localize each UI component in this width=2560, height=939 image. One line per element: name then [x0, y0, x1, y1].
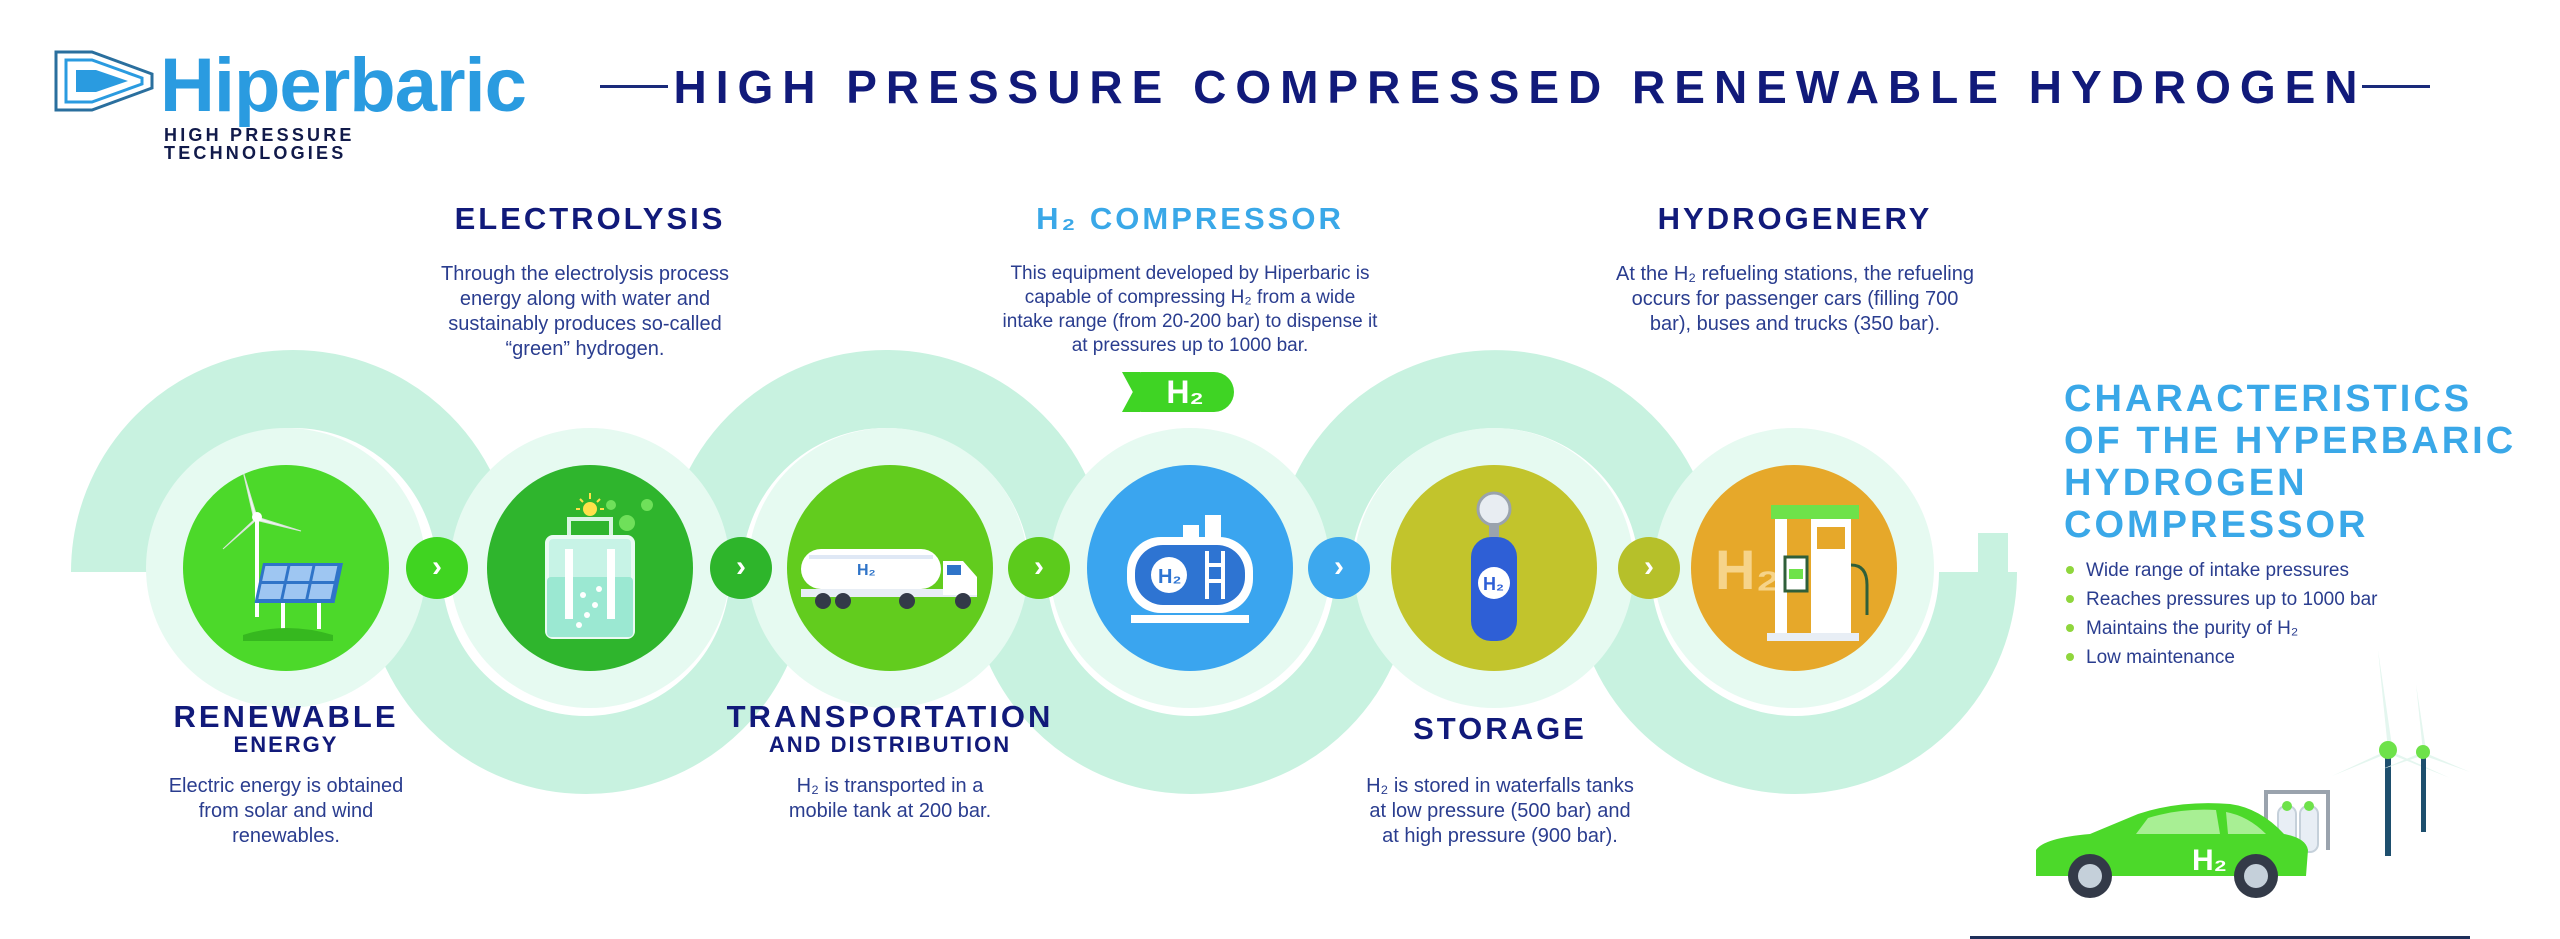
compressor-h2-mark: H₂ [1158, 566, 1181, 588]
list-item: Low maintenance [2066, 643, 2378, 672]
step-title-storage: STORAGE [1413, 711, 1587, 746]
bullet-icon [2066, 566, 2074, 574]
step-title-renewable: RENEWABLE [173, 699, 399, 734]
logo-name: Hiperbaric [160, 43, 527, 128]
electrolysis-beaker-icon [545, 493, 653, 639]
bullet-icon [2066, 595, 2074, 603]
step-subtitle-transportation: AND DISTRIBUTION [768, 732, 1012, 757]
ground-line [1970, 936, 2470, 939]
bullet-icon [2066, 653, 2074, 661]
renewable-energy-node [183, 465, 389, 671]
step-desc-hydrogenery: At the H₂ refueling stations, the refuel… [1616, 263, 1974, 335]
hydrogenery-h2-mark: H₂ [1715, 538, 1780, 601]
compressor-tank-icon: H₂ [1127, 515, 1253, 623]
list-item: Maintains the purity of H₂ [2066, 614, 2378, 643]
headline-rule-right [2362, 85, 2430, 88]
list-item: Wide range of intake pressures [2066, 556, 2378, 585]
step-desc-storage: H₂ is stored in waterfalls tanks at low … [1366, 775, 1634, 847]
car-h2-mark: H₂ [2192, 844, 2227, 877]
chevron-right-icon: › [406, 537, 468, 599]
compressor-node: H₂ [1087, 465, 1293, 671]
step-desc-transportation: H₂ is transported in a mobile tank at 20… [788, 775, 992, 822]
h2-badge: H₂ [1122, 372, 1234, 412]
step-title-compressor: H₂ COMPRESSOR [1036, 201, 1344, 236]
chevron-right-icon: › [1308, 537, 1370, 599]
logo: Hiperbaric HIGH PRESSURE TECHNOLOGIES [52, 44, 527, 162]
step-title-transportation: TRANSPORTATION [726, 699, 1054, 734]
step-subtitle-renewable: ENERGY [233, 732, 339, 757]
step-title-hydrogenery: HYDROGENERY [1657, 201, 1933, 236]
wind-solar-icon [222, 470, 343, 641]
cylinder-h2-mark: H₂ [1483, 574, 1504, 594]
logo-tagline: HIGH PRESSURE TECHNOLOGIES [164, 125, 355, 163]
chevron-right-icon: › [1618, 537, 1680, 599]
ring-arc-bottom-2 [969, 571, 1413, 794]
step-desc-renewable: Electric energy is obtained from solar a… [168, 775, 404, 847]
step-desc-compressor: This equipment developed by Hiperbaric i… [1002, 263, 1378, 356]
ring-arc-top-2 [664, 350, 1108, 573]
characteristics-list: Wide range of intake pressures Reaches p… [2066, 556, 2378, 672]
hydrogenery-node: H₂ [1691, 465, 1897, 671]
truck-h2-mark: H₂ [857, 562, 876, 579]
gas-cylinder-icon: H₂ [1471, 491, 1517, 641]
step-title-electrolysis: ELECTROLYSIS [454, 201, 726, 236]
storage-node: H₂ [1391, 465, 1597, 671]
transportation-node: H₂ [787, 465, 993, 671]
hydrogen-car-icon: H₂ [2036, 803, 2308, 898]
page-title: HIGH PRESSURE COMPRESSED RENEWABLE HYDRO… [673, 61, 2367, 113]
fuel-pump-icon: H₂ [1715, 505, 1869, 641]
wind-turbine-icon [2332, 650, 2470, 856]
tanker-truck-icon: H₂ [801, 549, 977, 609]
ring-arc-top-3 [1273, 350, 1717, 573]
bullet-icon [2066, 624, 2074, 632]
ring-arc-top-1 [71, 350, 515, 573]
ring-arc-bottom-1 [364, 571, 808, 794]
h2-badge-label: H₂ [1166, 374, 1204, 410]
logo-icon [54, 50, 154, 112]
characteristics-title: CHARACTERISTICS OF THE HYPERBARIC HYDROG… [2064, 378, 2517, 546]
chevron-right-icon: › [1008, 537, 1070, 599]
headline-rule-left [600, 85, 668, 88]
ring-arc-bottom-3 [1573, 571, 2017, 794]
electrolysis-node [487, 465, 693, 671]
chevron-right-icon: › [710, 537, 772, 599]
list-item: Reaches pressures up to 1000 bar [2066, 585, 2378, 614]
charging-station-icon [2264, 790, 2330, 853]
step-desc-electrolysis: Through the electrolysis process energy … [441, 263, 729, 360]
hydrogen-car-scene: H₂ [1970, 650, 2470, 939]
